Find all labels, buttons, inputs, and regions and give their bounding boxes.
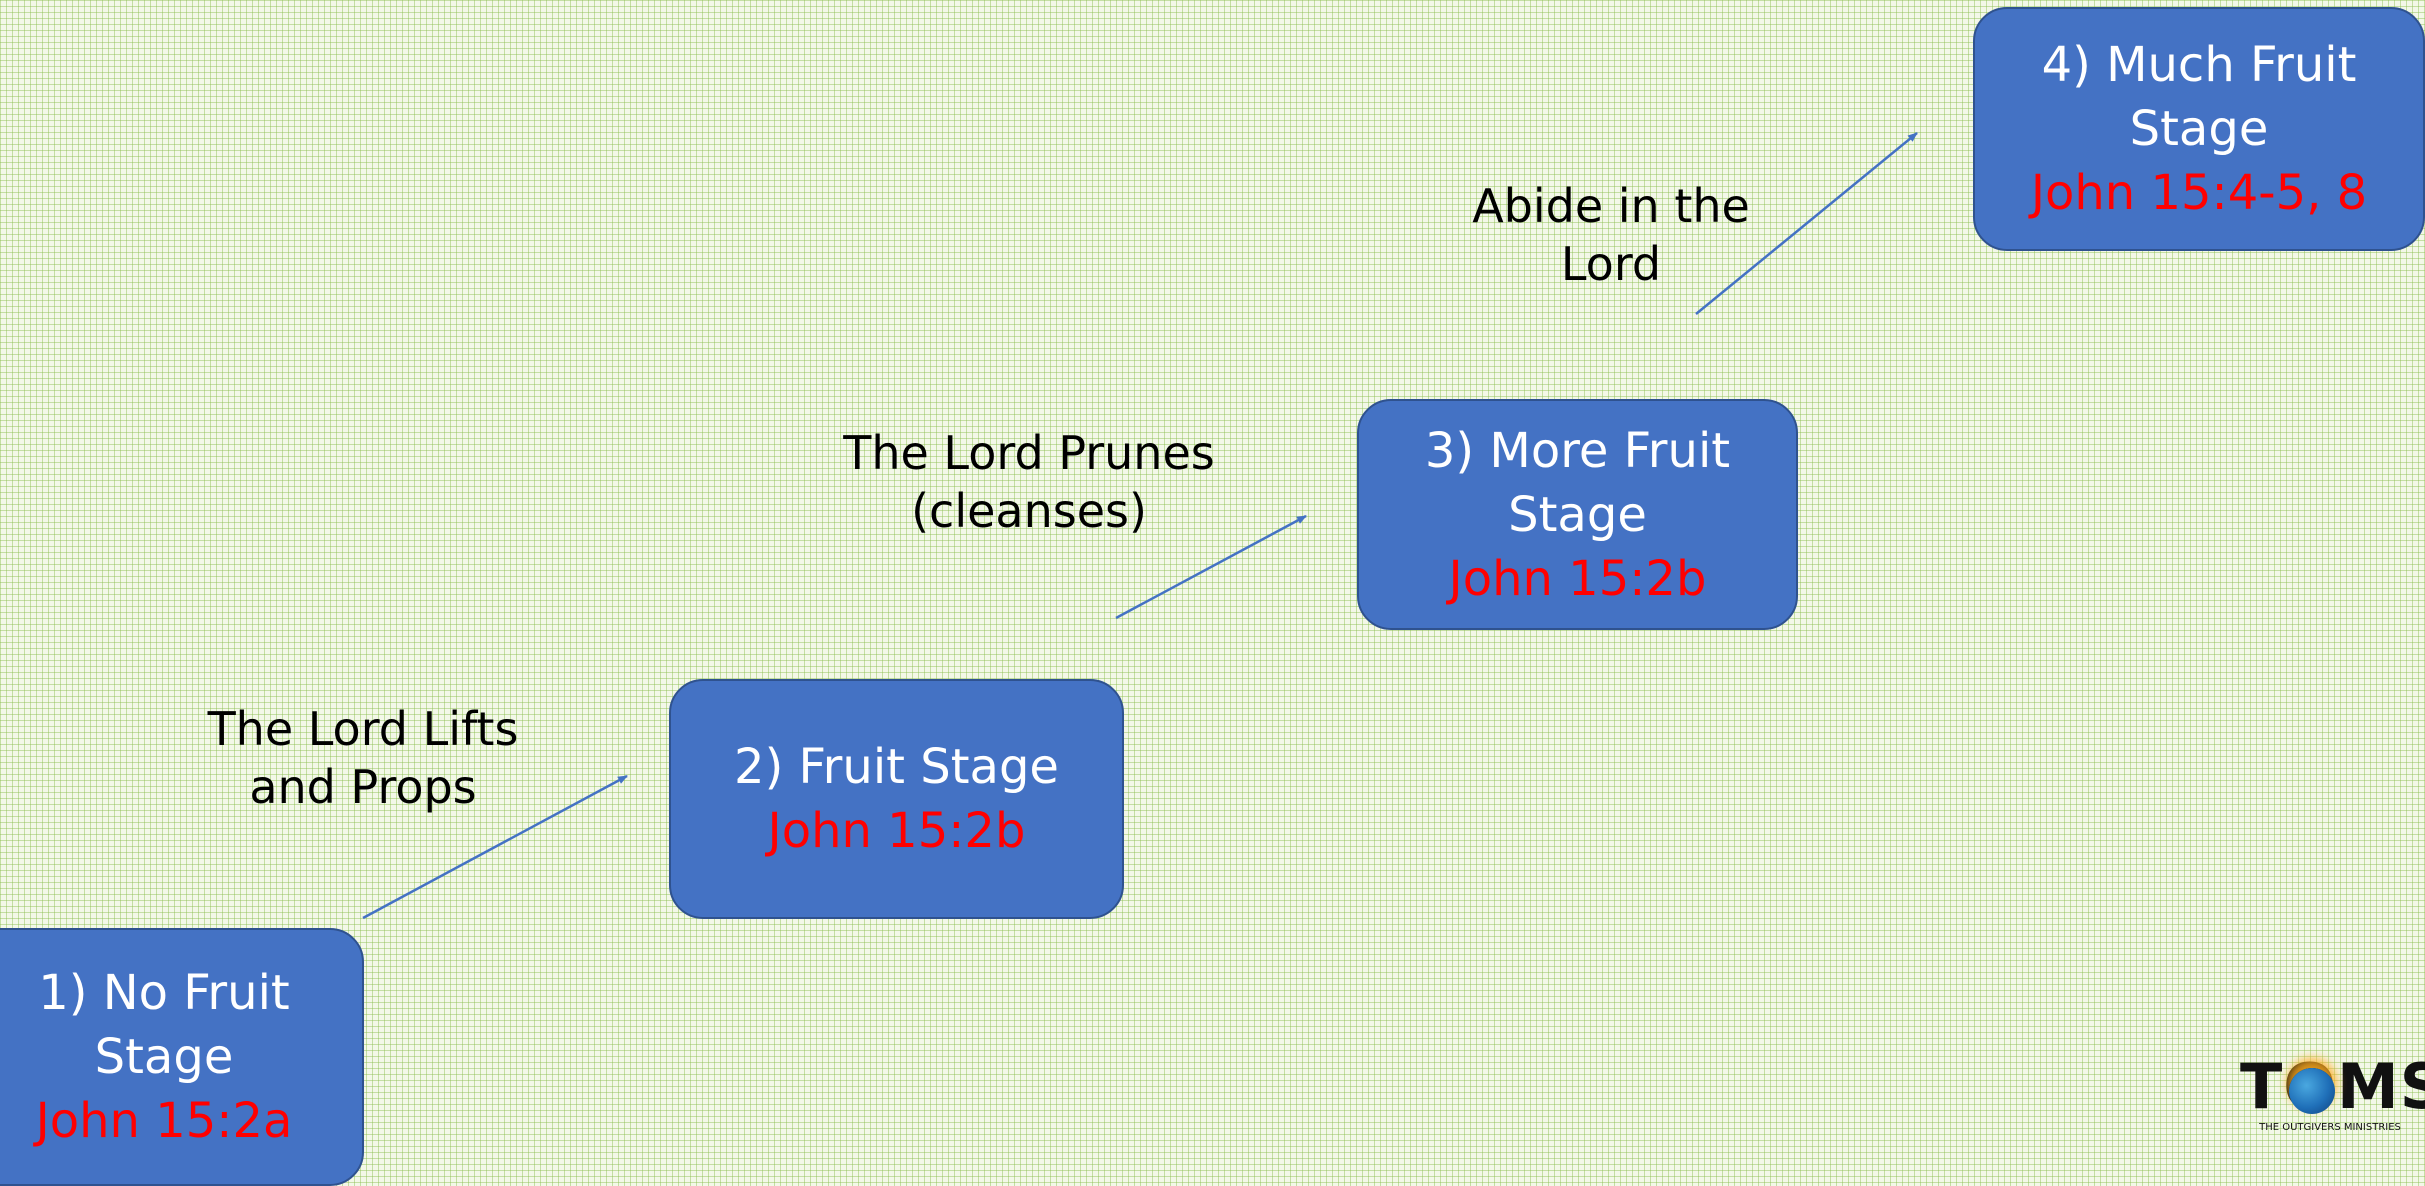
stage-reference: John 15:2b <box>1448 550 1707 607</box>
logo-tagline: THE OUTGIVERS MINISTRIES <box>2259 1122 2401 1133</box>
transition-label-abide: Abide in the Lord <box>1472 179 1750 291</box>
stage-box-much-fruit: 4) Much Fruit Stage John 15:4-5, 8 <box>1973 7 2425 251</box>
stage-box-no-fruit: 1) No Fruit Stage John 15:2a <box>0 928 364 1186</box>
transition-label-prunes: The Lord Prunes (cleanses) <box>843 426 1215 538</box>
stage-title: 2) Fruit Stage <box>734 739 1059 795</box>
stage-reference: John 15:4-5, 8 <box>2030 165 2368 221</box>
stage-title: 3) More Fruit Stage <box>1424 422 1731 543</box>
globe-icon <box>2289 1068 2335 1114</box>
stage-box-fruit: 2) Fruit Stage John 15:2b <box>669 679 1124 919</box>
arrow-abide <box>1695 132 1918 315</box>
arrow-lifts <box>362 774 628 920</box>
transition-label-lifts: The Lord Lifts and Props <box>207 702 519 814</box>
stage-title: 4) Much Fruit Stage <box>2041 37 2357 157</box>
arrow-prunes <box>1115 514 1307 620</box>
stage-box-more-fruit: 3) More Fruit Stage John 15:2b <box>1357 399 1798 630</box>
ministry-logo: TOMS THE OUTGIVERS MINISTRIES <box>2240 1052 2425 1136</box>
stage-title: 1) No Fruit Stage <box>38 965 290 1085</box>
stage-reference: John 15:2a <box>35 1093 293 1149</box>
stage-reference: John 15:2b <box>767 803 1026 859</box>
